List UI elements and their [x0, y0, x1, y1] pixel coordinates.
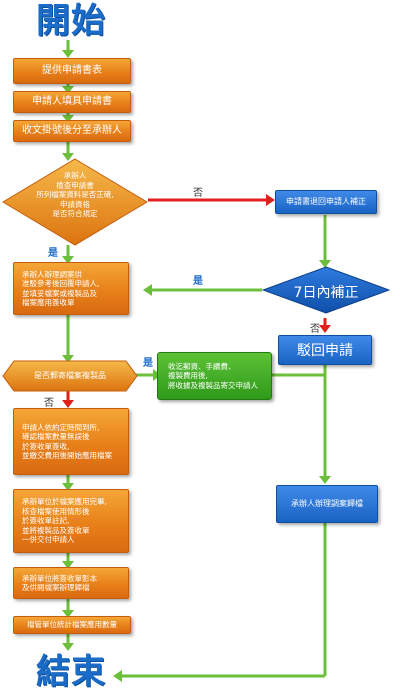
step-provide-form: 提供申請書表 [13, 58, 131, 84]
step-prepare: 承辦人辦理調案供 准駁參考後回覆申請人, 並填妥檔案或複製品及 檔案應用簽收單 [13, 262, 129, 315]
step-return-form: 申請書退回申請人補正 [275, 190, 377, 214]
step-visit: 申請人依約定時間到所, 確認檔案數量無誤後 於簽收單簽收, 並繳交費用後開始應用… [13, 408, 129, 475]
mail-question-shape [2, 360, 138, 392]
label-yes-mail: 是 [143, 358, 153, 369]
seven-days-text: 7日內補正 [293, 285, 359, 301]
label-no-review: 否 [193, 188, 203, 199]
step-mail-yes: 收迄郵資、手續費、 複製費用後, 將收據及複製品寄交申請人 [157, 352, 272, 400]
step-fill-form: 申請人填具申請書 [13, 91, 131, 113]
step-statistics: 檔管單位統計檔案應用數量 [13, 616, 131, 634]
end-label: 結束 [36, 652, 106, 692]
step-handler-archive: 承辦人辦理調案歸檔 [276, 485, 378, 523]
label-yes-seven: 是 [193, 276, 203, 287]
seven-days-diamond [262, 266, 390, 314]
mail-question-text: 是否郵寄檔案複製品 [34, 371, 106, 380]
step-reject: 駁回申請 [278, 335, 372, 365]
label-no-mail: 否 [44, 398, 54, 409]
review-text: 承辦人 檢查申請書 所列檔案資料是否正確, 申請資格 是否符合規定 [36, 171, 114, 218]
start-label: 開始 [36, 1, 106, 41]
label-no-seven: 否 [310, 324, 320, 335]
review-diamond [2, 158, 148, 246]
step-archive-receipt: 承辦單位將簽收單影本 及供閱檔案辦理歸檔 [13, 567, 129, 599]
step-register: 收文掛號後分至承辦人 [13, 120, 131, 142]
label-yes-review: 是 [48, 248, 58, 259]
step-finish: 承辦單位於檔案應用完畢, 核查檔案使用情形後 於簽收單註記, 並將複製品及簽收單… [13, 489, 129, 553]
